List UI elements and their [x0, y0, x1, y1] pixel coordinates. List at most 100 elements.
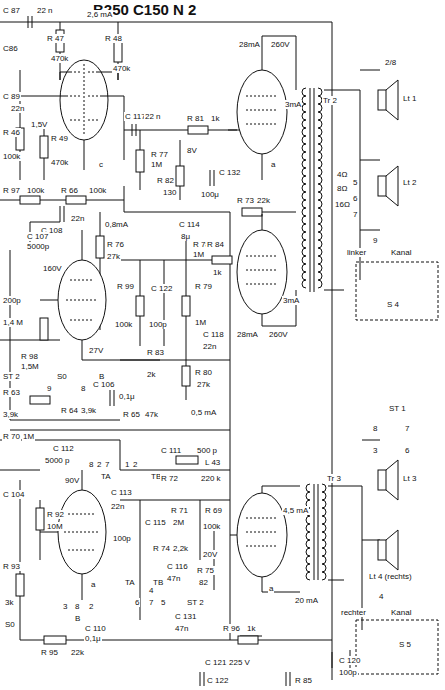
part-label: 28mA — [238, 40, 261, 49]
part-label: R 76 — [106, 240, 125, 249]
part-label: C 132 — [218, 168, 241, 177]
wire — [0, 440, 230, 470]
wire — [120, 500, 230, 620]
winding-loop — [322, 524, 326, 532]
part-label: C 131 — [174, 612, 197, 621]
part-label: R 73 — [236, 196, 255, 205]
winding-loop — [302, 104, 306, 112]
part-label: Lt 4 (rechts) — [368, 572, 413, 581]
transformer-core — [314, 484, 318, 580]
part-label: 22 n — [144, 112, 162, 121]
part-label: R 81 — [186, 114, 205, 123]
part-label: Lt 2 — [402, 178, 417, 187]
part-label: 130 — [162, 188, 177, 197]
part-label: Lt 1 — [402, 94, 417, 103]
part-label: 3 — [62, 602, 68, 611]
part-label: 5000 p — [44, 456, 70, 465]
winding-loop — [302, 192, 306, 200]
part-label: 3mA — [282, 296, 300, 305]
part-label: a — [270, 160, 276, 169]
part-label: 4Ω — [336, 170, 348, 179]
part-label: 1,5V — [30, 120, 48, 129]
part-label: C 111 — [160, 446, 182, 455]
part-label: C 110 — [84, 624, 107, 633]
tube-electrodes — [246, 518, 278, 546]
winding-loop — [306, 492, 310, 500]
part-label: R 83 — [146, 348, 165, 357]
winding-loop — [302, 168, 306, 176]
speaker-symbol — [386, 530, 398, 570]
winding-loop — [302, 240, 306, 248]
wire — [362, 440, 380, 540]
part-label: 22k — [256, 196, 271, 205]
part-label: 0,1μ — [118, 392, 136, 401]
part-label: 47n — [166, 574, 181, 583]
part-label: 6 — [404, 446, 410, 455]
winding-loop — [318, 88, 322, 96]
part-label: C 115 — [144, 518, 167, 527]
part-label: 27k — [106, 252, 121, 261]
part-label: 4,5 mA — [282, 506, 309, 515]
winding-loop — [318, 240, 322, 248]
part-label: 8 — [74, 602, 80, 611]
part-label: R 82 — [156, 176, 175, 185]
winding-loop — [318, 200, 322, 208]
winding-loop — [302, 272, 306, 280]
part-label: R 47 — [46, 34, 65, 43]
part-label: 22n — [10, 104, 25, 113]
part-label: 100k — [114, 320, 133, 329]
winding-loop — [302, 256, 306, 264]
capacitor-symbol — [200, 672, 290, 686]
speaker-symbol — [378, 470, 386, 490]
part-label: C 121 — [204, 658, 227, 667]
part-label: 1M — [194, 318, 207, 327]
part-label: 1M — [192, 250, 205, 259]
part-label: R 98 — [20, 352, 39, 361]
winding-loop — [302, 88, 306, 96]
part-label: R 71 — [170, 506, 189, 515]
part-label: 1,5M — [20, 362, 40, 371]
part-label: 1,4 M — [2, 318, 24, 327]
part-label: R 48 — [104, 34, 123, 43]
part-label: Tr 3 — [326, 474, 342, 483]
winding-loop — [302, 144, 306, 152]
part-label: R 64 — [60, 406, 79, 415]
part-label: 5 — [160, 598, 166, 607]
winding-loop — [318, 184, 322, 192]
part-label: a — [268, 584, 274, 593]
part-label: Kanal — [390, 248, 412, 257]
resistor-symbol — [238, 636, 258, 644]
winding-loop — [302, 208, 306, 216]
resistor-symbol — [182, 296, 190, 316]
part-label: 47k — [144, 410, 159, 419]
winding-loop — [302, 232, 306, 240]
part-label: 7 — [104, 460, 110, 469]
winding-loop — [306, 548, 310, 556]
part-label: R 79 — [194, 282, 213, 291]
part-label: C 107 — [26, 232, 49, 241]
tube-symbol — [58, 260, 106, 340]
part-label: C 89 — [2, 92, 21, 101]
speaker-symbol — [386, 460, 398, 500]
part-label: 8μ — [180, 232, 191, 241]
transformer-core — [310, 88, 314, 292]
winding-loop — [318, 104, 322, 112]
part-label: R 63 — [2, 388, 21, 397]
winding-loop — [318, 280, 322, 288]
resistor-symbol — [176, 166, 184, 186]
part-label: R 46 — [2, 128, 21, 137]
wire — [10, 250, 230, 430]
resistor-symbol — [30, 396, 50, 404]
part-label: 100k — [26, 186, 45, 195]
part-label: L 43 — [204, 458, 221, 467]
winding-loop — [302, 112, 306, 120]
winding-loop — [306, 532, 310, 540]
part-label: S 4 — [386, 300, 400, 309]
resistor-symbol — [188, 126, 208, 134]
part-label: 0,5 mA — [190, 408, 217, 417]
winding-loop — [322, 532, 326, 540]
resistor-symbol — [136, 150, 144, 172]
part-label: C 120 — [338, 656, 361, 665]
jack-outline — [356, 262, 438, 320]
winding-loop — [302, 184, 306, 192]
